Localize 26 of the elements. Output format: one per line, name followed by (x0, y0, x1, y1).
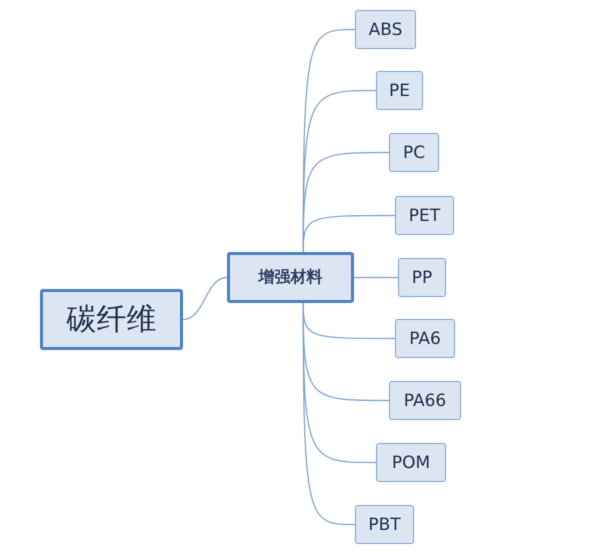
connector-line (302, 303, 355, 526)
topic-text: 增强材料 (258, 267, 322, 288)
topic-text: 碳纤维 (66, 301, 156, 339)
topic-text: PC (402, 142, 426, 162)
root-topic-box (40, 289, 183, 350)
subtopic-box (395, 196, 454, 235)
subtopic-box (395, 319, 455, 358)
topic-text: PE (389, 80, 410, 100)
topic-text: PA66 (404, 390, 446, 410)
topic-text: ABS (368, 20, 402, 40)
subtopic-box (355, 505, 414, 544)
subtopic-box (398, 258, 446, 297)
topic-text: PET (408, 206, 440, 226)
topic-text: PBT (368, 514, 401, 534)
subtopic-box (389, 381, 461, 420)
topic-text: PP (412, 268, 432, 288)
connector-line (182, 276, 228, 320)
topic-text: POM (392, 452, 430, 472)
connector-line (354, 276, 398, 278)
subtopic-box (376, 443, 446, 482)
main-topic-box (227, 252, 354, 303)
subtopic-box (389, 133, 439, 172)
connector-line (302, 214, 395, 252)
subtopic-box (376, 71, 423, 110)
topic-text: PA6 (409, 328, 441, 348)
subtopic-box (355, 10, 416, 49)
